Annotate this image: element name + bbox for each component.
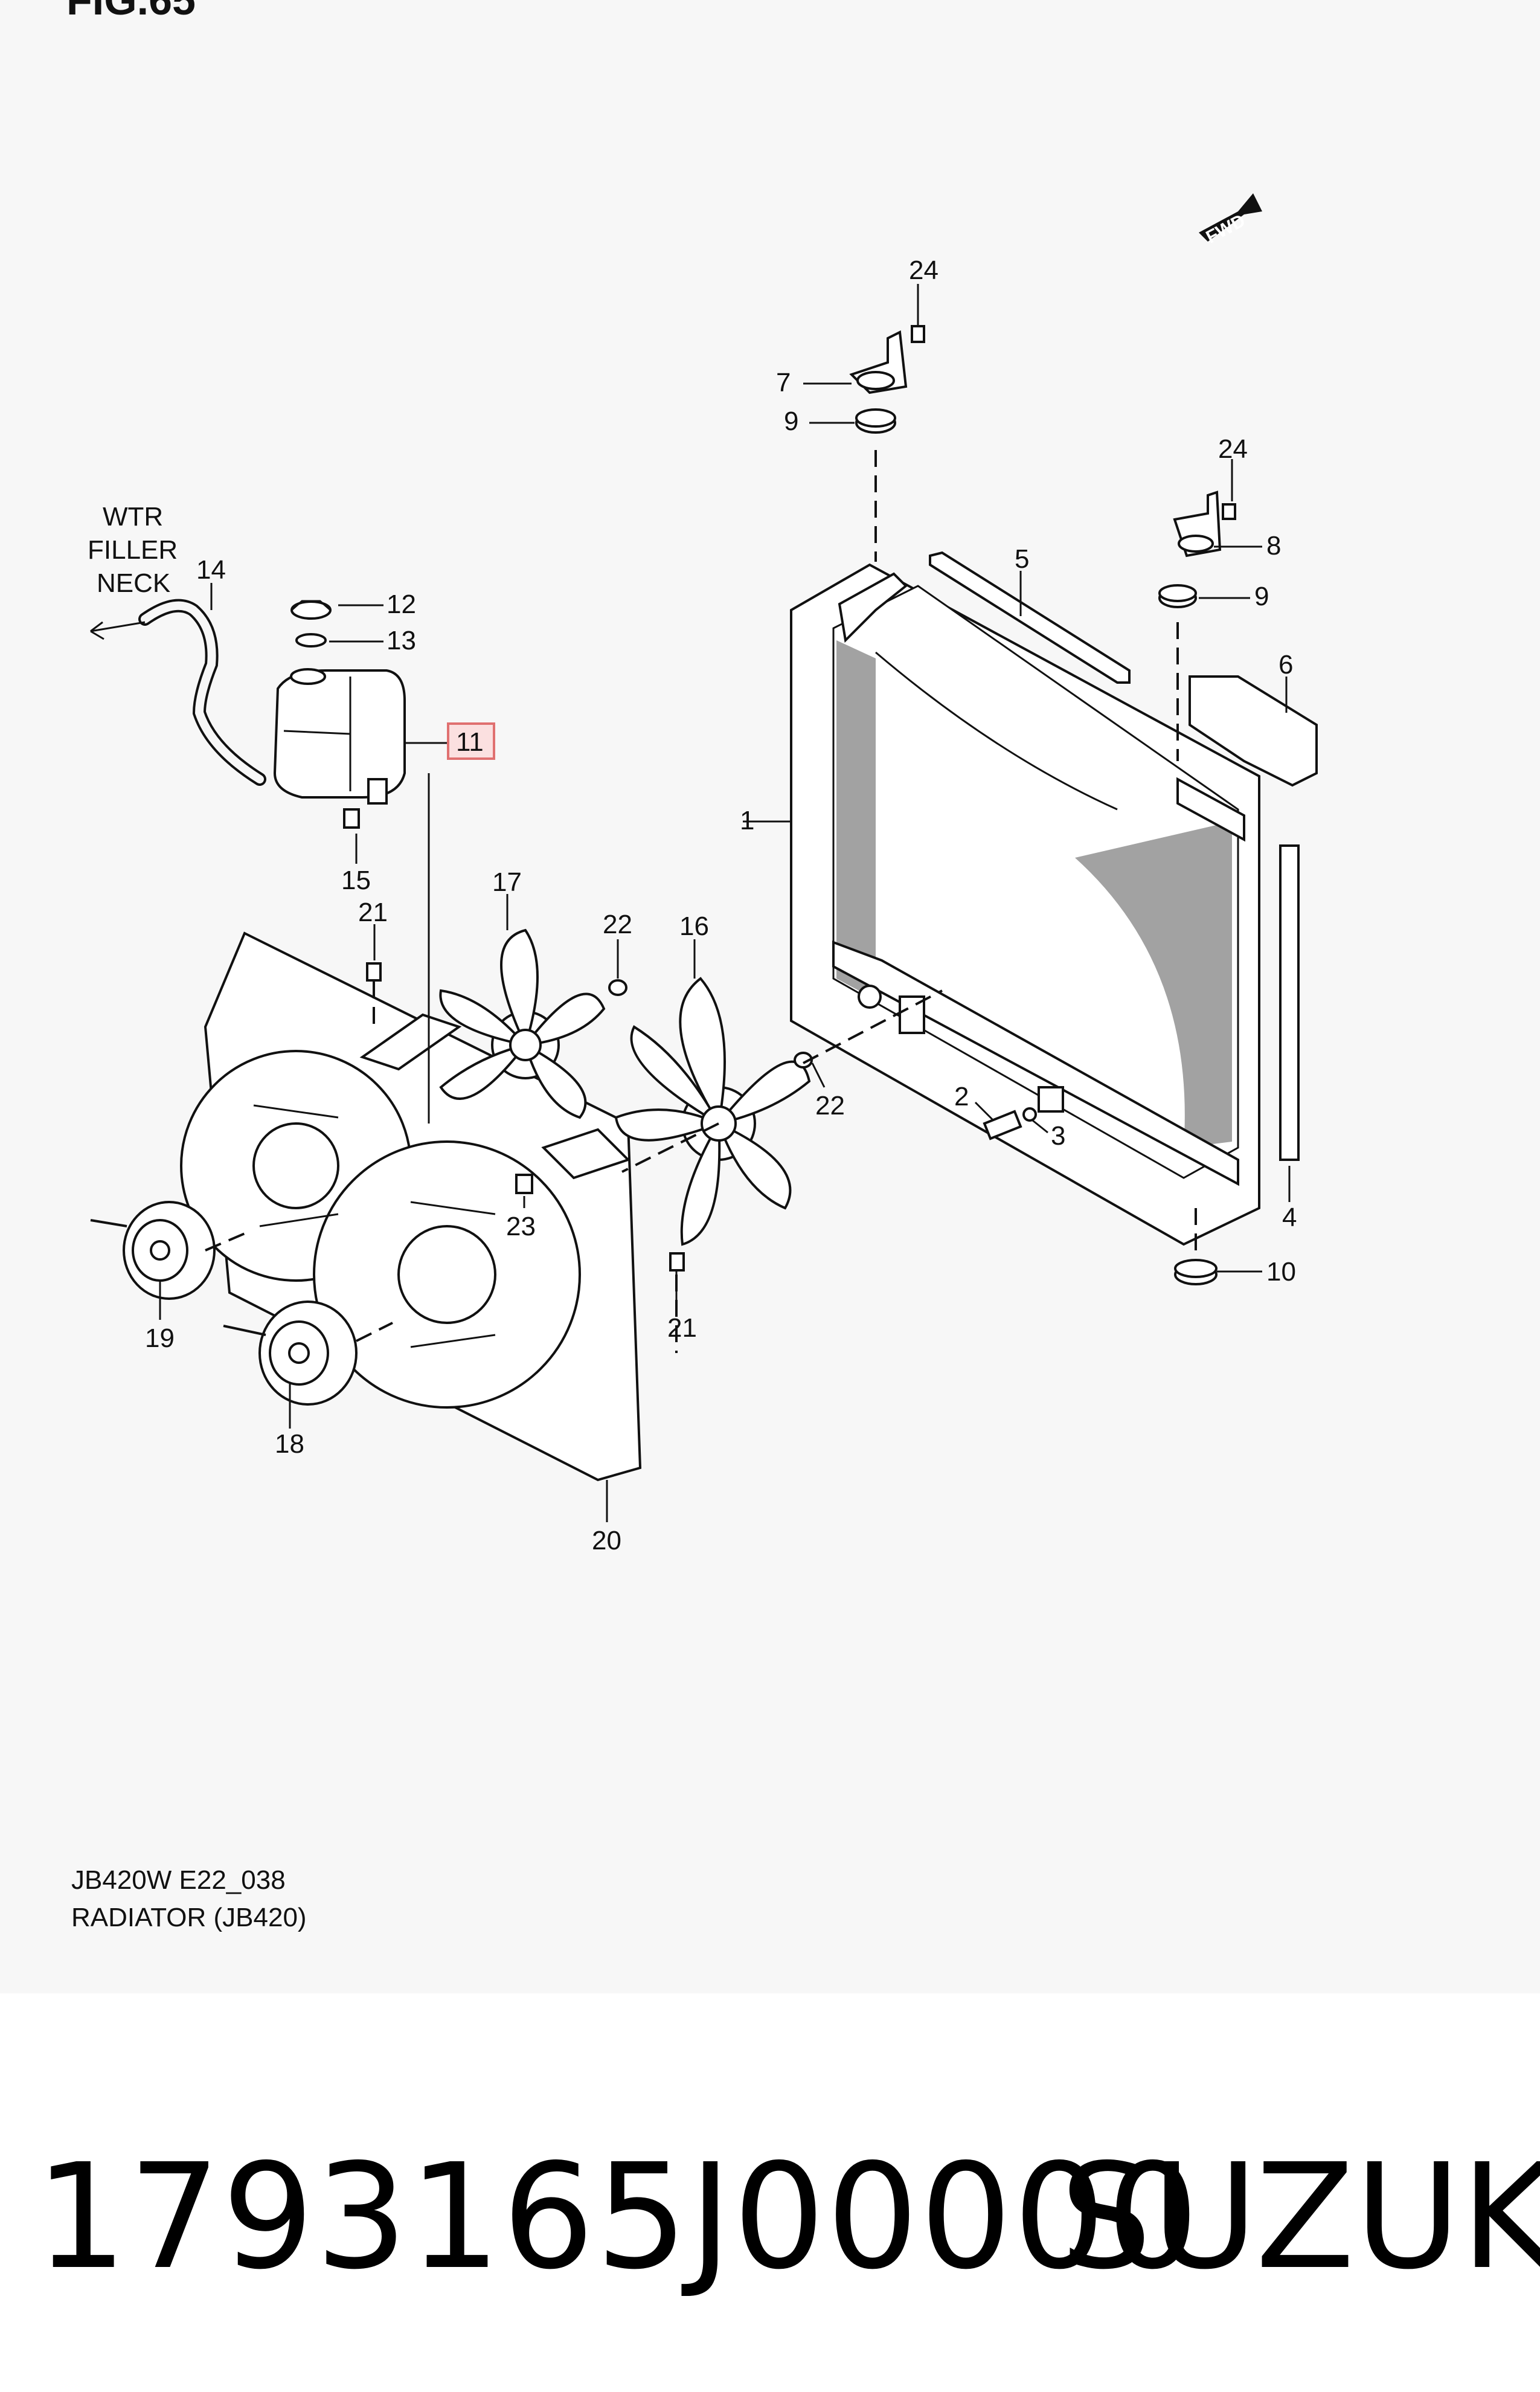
callout-9-top: 9	[784, 407, 798, 436]
radiator-core	[790, 563, 1260, 1246]
callout-2: 2	[954, 1082, 969, 1111]
callout-1: 1	[740, 806, 754, 835]
note-line-3: NECK	[97, 568, 170, 598]
callout-23: 23	[506, 1212, 536, 1241]
callout-16: 16	[679, 911, 709, 941]
callout-8: 8	[1266, 531, 1281, 561]
callout-highlight-box	[447, 722, 495, 760]
callout-18: 18	[275, 1429, 304, 1459]
callout-3: 3	[1051, 1121, 1065, 1151]
callout-4: 4	[1282, 1203, 1297, 1232]
callout-22-lower: 22	[815, 1091, 845, 1120]
callout-13: 13	[387, 626, 416, 655]
cap-seal-part-13	[295, 633, 327, 648]
bolt-part-21-lower	[669, 1252, 685, 1272]
callout-labels: 1 2 3 4 5 6 7 8 9 9 10 11 12 13 14 15 16…	[145, 256, 1297, 1555]
bolt-part-23	[515, 1174, 533, 1194]
callout-6: 6	[1279, 650, 1293, 680]
fan-shroud-part-20	[180, 931, 642, 1482]
bolt-part-21-upper	[366, 962, 382, 982]
fan-part-17	[439, 928, 606, 1119]
figure-title: RADIATOR (JB420)	[71, 1903, 307, 1932]
bolt-part-15	[343, 808, 360, 829]
fan-part-16	[614, 977, 811, 1246]
figure-code: JB420W E22_038	[71, 1865, 286, 1895]
drain-plug-parts-2-3	[983, 1107, 1037, 1140]
callout-22-upper: 22	[603, 910, 632, 939]
callout-24-right: 24	[1218, 434, 1248, 464]
nut-part-22-lower	[794, 1052, 813, 1069]
brand-name: SUZUKI	[1060, 2132, 1540, 2301]
callout-11: 11	[456, 727, 484, 757]
callout-19: 19	[145, 1323, 175, 1353]
callout-21-lower: 21	[667, 1313, 697, 1343]
cushion-part-10	[1174, 1259, 1218, 1285]
diagram-sheet: FIG.65 FWD	[66, 0, 1318, 1932]
callout-7: 7	[776, 368, 791, 397]
callout-12: 12	[387, 590, 416, 619]
leader-lines	[159, 284, 1291, 1522]
callout-17: 17	[492, 867, 522, 897]
reservoir-cap-part-12	[290, 600, 332, 620]
callout-9-right: 9	[1254, 582, 1269, 611]
callout-10: 10	[1266, 1257, 1296, 1287]
figure-label: FIG.65	[66, 0, 196, 24]
callout-5: 5	[1015, 544, 1029, 574]
callout-14: 14	[196, 555, 226, 585]
note-line-2: FILLER	[88, 535, 178, 565]
nut-part-22-upper	[608, 979, 627, 996]
cushion-part-9-right	[1158, 584, 1197, 608]
side-seal-part-4	[1279, 844, 1300, 1161]
radiator-exploded-diagram: FWD	[88, 193, 1318, 1555]
callout-15: 15	[341, 866, 371, 895]
callout-21-upper: 21	[358, 898, 388, 927]
callout-24-top: 24	[909, 256, 938, 285]
water-filler-neck-note: WTR FILLER NECK	[88, 502, 178, 598]
upper-bracket-part-8	[1173, 490, 1236, 558]
callout-20: 20	[592, 1526, 621, 1555]
fan-motor-part-18	[223, 1300, 358, 1406]
note-line-1: WTR	[103, 502, 163, 532]
reservoir-tank-part-11	[273, 668, 406, 805]
upper-bracket-part-7	[849, 325, 925, 394]
footer-strip	[0, 1993, 1540, 2392]
fan-motor-part-19	[90, 1201, 216, 1300]
part-number: 1793165J00000	[35, 2132, 1201, 2301]
seal-strip-part-5	[929, 551, 1131, 684]
fwd-label: FWD	[1203, 210, 1249, 247]
fwd-arrow-icon: FWD	[1199, 193, 1262, 248]
cushion-part-9-top	[855, 408, 896, 434]
side-cover-part-6	[1189, 675, 1318, 787]
